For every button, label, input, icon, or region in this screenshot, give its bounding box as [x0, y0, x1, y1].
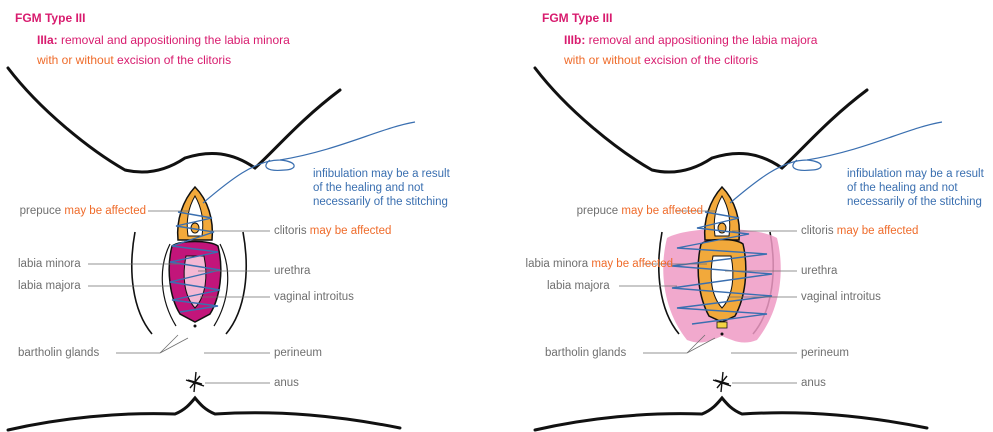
clitoris-label: clitoris: [274, 225, 307, 237]
label-prepuce: prepuce may be affected: [577, 204, 703, 218]
subtype-code: IIIa:: [37, 33, 58, 47]
subtitle-excision: excision of the clitoris: [641, 53, 758, 67]
infibulation-note-line-2: of the healing and not: [847, 181, 958, 195]
label-clitoris: clitoris may be affected: [801, 224, 918, 238]
subtitle-line-1: IIIa: removal and appositioning the labi…: [37, 33, 290, 47]
infibulation-note-line-1: infibulation may be a result: [847, 167, 984, 181]
label-anus: anus: [801, 376, 826, 390]
infibulation-note-line-2: of the healing and not: [313, 181, 424, 195]
panel-type-iiia: FGM Type III IIIa: removal and appositio…: [0, 0, 496, 432]
infibulation-note-line-1: infibulation may be a result: [313, 167, 450, 181]
label-prepuce: prepuce may be affected: [20, 204, 146, 218]
label-anus: anus: [274, 376, 299, 390]
label-urethra: urethra: [801, 264, 837, 278]
clitoris-label: clitoris: [801, 225, 834, 237]
label-labia-minora: labia minora: [18, 257, 81, 271]
prepuce-note: may be affected: [621, 205, 703, 217]
infibulation-note-line-3: necessarily of the stitching: [847, 195, 982, 209]
subtitle-line-2: with or without excision of the clitoris: [37, 53, 231, 67]
label-perineum: perineum: [801, 346, 849, 360]
subtitle-excision: excision of the clitoris: [114, 53, 231, 67]
clitoris-note: may be affected: [837, 225, 919, 237]
label-labia-majora: labia majora: [18, 279, 81, 293]
prepuce-label: prepuce: [20, 205, 62, 217]
subtitle-text: removal and appositioning the labia majo…: [585, 33, 817, 47]
prepuce-label: prepuce: [577, 205, 619, 217]
label-bartholin-glands: bartholin glands: [545, 346, 626, 360]
label-labia-minora: labia minora may be affected: [526, 257, 673, 271]
label-vaginal-introitus: vaginal introitus: [274, 290, 354, 304]
subtitle-text: removal and appositioning the labia mino…: [58, 33, 290, 47]
subtitle-qualifier: with or without: [37, 53, 114, 67]
subtype-code: IIIb:: [564, 33, 585, 47]
label-urethra: urethra: [274, 264, 310, 278]
figure-title: FGM Type III: [15, 11, 85, 25]
label-bartholin-glands: bartholin glands: [18, 346, 99, 360]
subtitle-line-2: with or without excision of the clitoris: [564, 53, 758, 67]
subtitle-qualifier: with or without: [564, 53, 641, 67]
label-perineum: perineum: [274, 346, 322, 360]
labia-minora-label: labia minora: [526, 258, 589, 270]
label-clitoris: clitoris may be affected: [274, 224, 391, 238]
labia-minora-note: may be affected: [591, 258, 673, 270]
infibulation-note-line-3: necessarily of the stitching: [313, 195, 448, 209]
clitoris-note: may be affected: [310, 225, 392, 237]
subtitle-line-1: IIIb: removal and appositioning the labi…: [564, 33, 817, 47]
panel-type-iiib: FGM Type III IIIb: removal and appositio…: [527, 0, 993, 432]
figure-title: FGM Type III: [542, 11, 612, 25]
label-vaginal-introitus: vaginal introitus: [801, 290, 881, 304]
label-labia-majora: labia majora: [547, 279, 610, 293]
prepuce-note: may be affected: [64, 205, 146, 217]
